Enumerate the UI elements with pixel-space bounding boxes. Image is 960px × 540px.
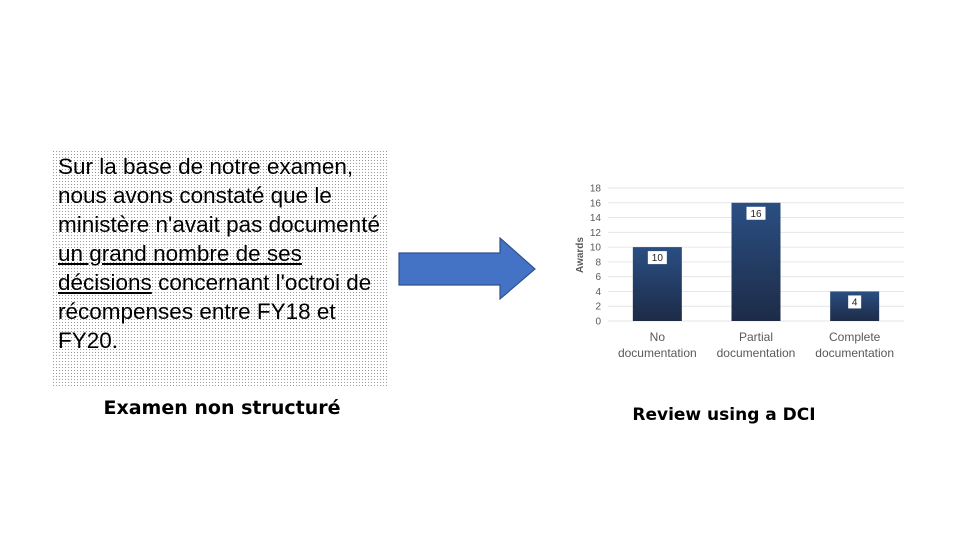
finding-paragraph: Sur la base de notre examen, nous avons … — [58, 152, 384, 355]
finding-text-box: Sur la base de notre examen, nous avons … — [52, 150, 388, 386]
y-tick-label: 0 — [595, 317, 601, 328]
bars: 10 16 4 — [632, 202, 880, 321]
x-category-label: documentation — [618, 346, 697, 360]
data-label-box — [848, 295, 862, 309]
finding-text-before: Sur la base de notre examen, nous avons … — [58, 154, 380, 237]
right-caption: Review using a DCI — [632, 405, 816, 425]
y-tick-label: 10 — [590, 243, 602, 254]
right-arrow-icon — [398, 237, 536, 301]
arrow-shape — [398, 237, 536, 301]
x-category-label: Partial — [739, 330, 773, 344]
y-tick-label: 18 — [590, 184, 602, 195]
y-tick-label: 16 — [590, 198, 602, 209]
y-tick-label: 12 — [590, 228, 602, 239]
x-category-label: documentation — [815, 346, 894, 360]
data-label-box — [647, 251, 667, 265]
y-tick-label: 14 — [590, 213, 602, 224]
x-category-label: No — [650, 330, 666, 344]
data-label: 16 — [750, 209, 762, 220]
y-axis-label: Awards — [575, 237, 586, 273]
y-tick-label: 2 — [595, 302, 601, 313]
finding-text-after: concernant l'octroi de récompenses entre… — [58, 270, 372, 353]
y-tick-label: 6 — [595, 272, 601, 283]
bar-chart: 0 2 4 6 8 10 12 14 16 18 Awards 10 16 4 No documenta… — [575, 184, 904, 360]
x-axis-categories: No documentation Partial documentation Compl… — [618, 330, 894, 360]
y-tick-label: 4 — [595, 287, 601, 298]
x-category-label: Complete — [829, 330, 881, 344]
y-tick-label: 8 — [595, 257, 601, 268]
finding-text-underlined: un grand nombre de ses décisions — [58, 241, 302, 295]
y-axis-ticks: 0 2 4 6 8 10 12 14 16 18 — [590, 184, 602, 328]
x-category-label: documentation — [717, 346, 796, 360]
bar — [731, 202, 781, 321]
left-caption: Examen non structuré — [103, 397, 341, 419]
data-label: 10 — [652, 253, 664, 264]
data-label-box — [746, 206, 766, 220]
data-label: 4 — [852, 297, 858, 308]
